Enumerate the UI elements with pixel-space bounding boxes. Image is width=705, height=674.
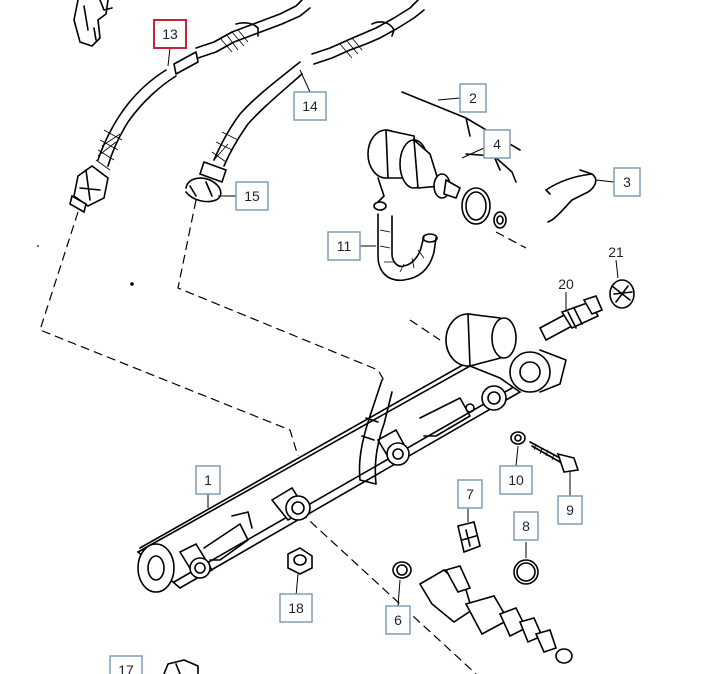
callout-18[interactable]: 18 [279,593,313,623]
nut-18 [287,547,313,575]
svg-text:10: 10 [508,472,524,488]
svg-text:6: 6 [394,612,402,628]
callout-11[interactable]: 11 [327,231,361,261]
callout-2[interactable]: 2 [459,83,487,113]
callout-10[interactable]: 10 [499,465,533,495]
routing-lines [39,199,527,674]
callout-17[interactable]: 17 [109,655,143,674]
svg-text:15: 15 [244,188,260,204]
fuel-rail-1 [37,245,567,593]
callout-8[interactable]: 8 [513,511,539,541]
svg-text:17: 17 [118,662,134,674]
o-rings-4 [461,153,517,229]
svg-text:1: 1 [204,472,212,488]
svg-text:3: 3 [623,174,631,190]
callout-6[interactable]: 6 [385,605,411,635]
svg-text:13: 13 [162,26,178,42]
clip-7 [457,521,481,554]
callout-3[interactable]: 3 [613,167,641,197]
callout-7[interactable]: 7 [457,479,483,509]
svg-text:9: 9 [566,502,574,518]
fuel-injector [418,565,573,664]
svg-text:7: 7 [466,486,474,502]
svg-text:14: 14 [302,98,318,114]
pressure-regulator-2 [367,91,521,211]
svg-text:4: 4 [493,136,501,152]
callout-1[interactable]: 1 [195,465,221,495]
callout-4[interactable]: 4 [483,129,511,159]
retaining-clip-3 [545,169,597,223]
fuel-hose-14 [198,0,425,184]
svg-text:21: 21 [608,244,624,260]
fuel-hose-13 [69,0,311,214]
svg-text:2: 2 [469,90,477,106]
svg-text:8: 8 [522,518,530,534]
hose-clamp-15 [185,177,222,203]
vacuum-hose-11 [377,213,438,281]
callout-20[interactable]: 20 [558,276,574,292]
callout-9[interactable]: 9 [557,495,583,525]
svg-text:11: 11 [337,238,352,254]
svg-text:20: 20 [558,276,574,292]
o-ring-8 [513,559,539,585]
pressure-sensor-20 [538,295,604,342]
svg-text:18: 18 [288,600,304,616]
bracket-17 [163,659,199,674]
bracket-top-left [73,0,113,47]
washer-10 [510,431,526,445]
callout-14[interactable]: 14 [293,91,327,121]
connector-21 [609,279,635,309]
callout-15[interactable]: 15 [235,181,269,211]
bolt-9 [529,441,580,473]
callout-13[interactable]: 13 [153,19,187,49]
o-ring-6 [392,561,412,579]
callout-21[interactable]: 21 [608,244,624,260]
